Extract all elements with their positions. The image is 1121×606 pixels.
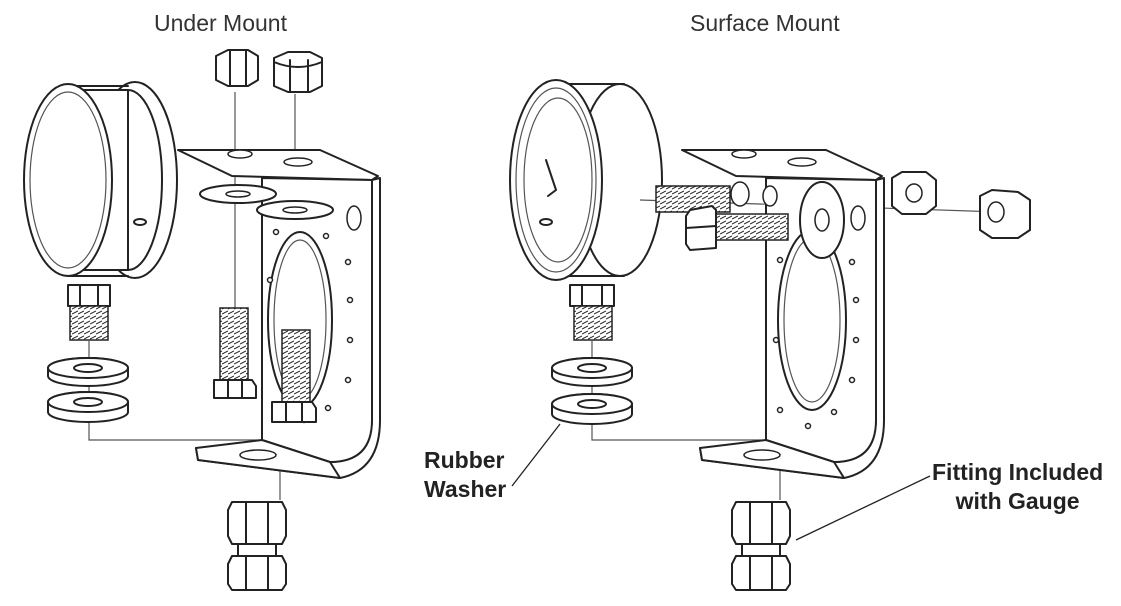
under-nut-left [215, 49, 259, 87]
surface-washer-1 [551, 357, 633, 387]
surface-mount-assembly [509, 79, 1031, 591]
under-mount-assembly [23, 49, 381, 591]
under-upper-washer-left [199, 184, 277, 204]
fitting-leader [795, 475, 931, 541]
surface-side-washer [799, 181, 845, 259]
rubber-washer-leader [511, 423, 561, 487]
surface-gauge-stem [569, 284, 615, 341]
under-gauge-stem [67, 284, 111, 341]
fitting-label: Fitting Included with Gauge [932, 459, 1104, 514]
surface-rubber-washer [551, 393, 633, 425]
surface-nut-right [979, 189, 1031, 239]
surface-bolt-lower [685, 205, 789, 251]
under-bolt-left [213, 307, 257, 399]
surface-bracket [681, 149, 885, 479]
surface-gauge [509, 79, 663, 281]
surface-fitting [731, 501, 791, 591]
surface-bolt-upper [655, 185, 731, 213]
under-fitting [227, 501, 287, 591]
under-washer-2 [47, 391, 129, 423]
surface-mount-title: Surface Mount [690, 10, 840, 36]
under-upper-washer-right [256, 200, 334, 220]
under-washer-1 [47, 357, 129, 387]
under-gauge [23, 81, 178, 279]
under-mount-title: Under Mount [154, 10, 287, 36]
under-nut-right [273, 51, 323, 93]
rubber-washer-label: Rubber Washer [424, 447, 507, 502]
surface-nut-middle [891, 171, 937, 215]
under-bolt-right [271, 329, 317, 423]
